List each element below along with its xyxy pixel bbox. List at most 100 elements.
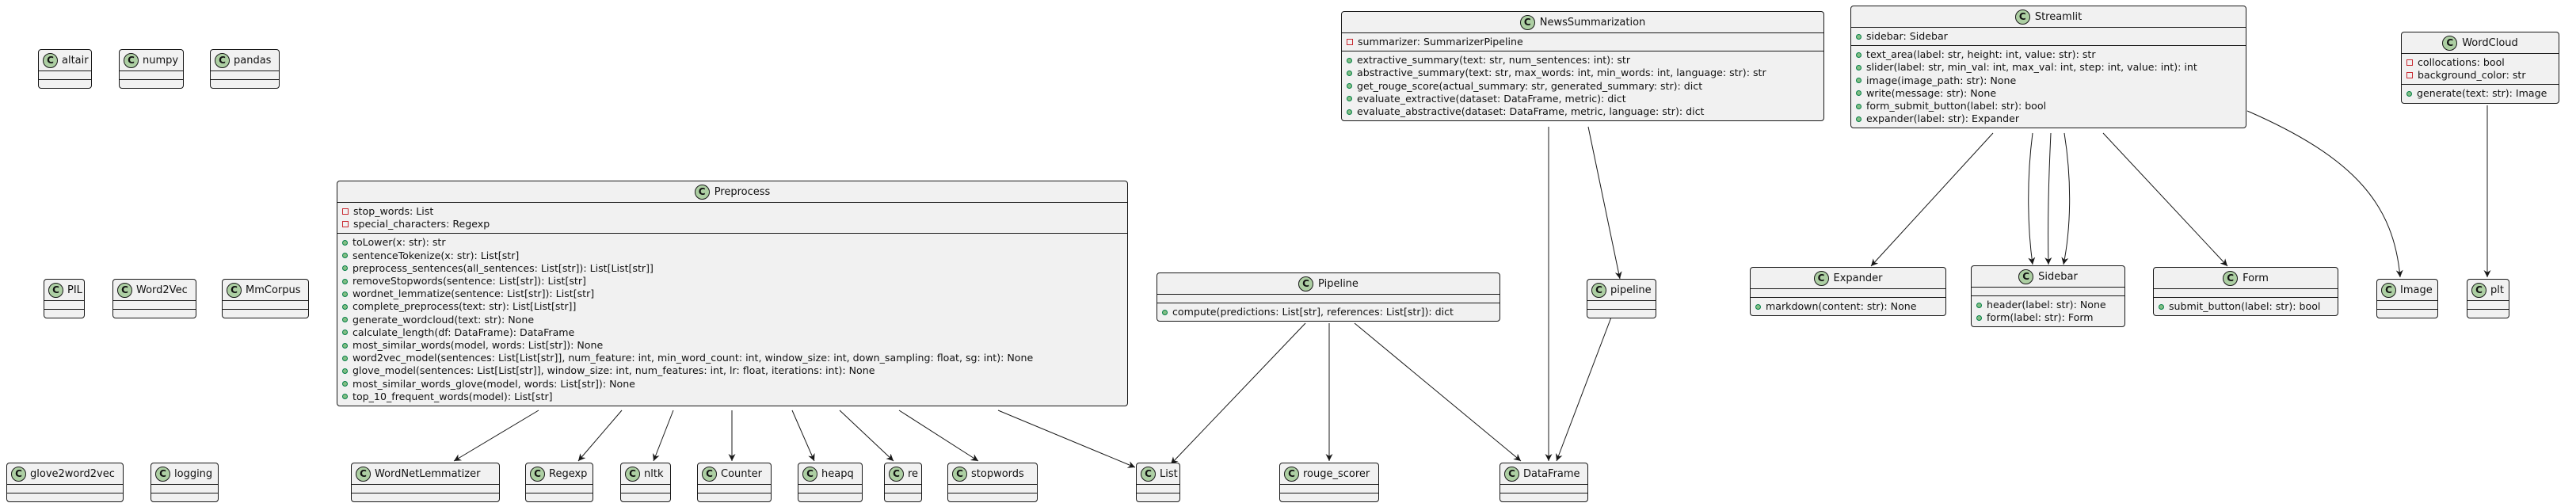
class-name: re bbox=[908, 467, 919, 480]
field-list: sidebar: Sidebar bbox=[1851, 27, 2246, 45]
class-stereotype-icon: C bbox=[530, 466, 545, 482]
class-name: Word2Vec bbox=[136, 284, 188, 296]
edge-streamlit-sidebar-2 bbox=[2044, 132, 2052, 265]
method-list: extractive_summary(text: str, num_senten… bbox=[1342, 51, 1823, 120]
class-stereotype-icon: C bbox=[2442, 35, 2458, 51]
method-row: form_submit_button(label: str): bool bbox=[1856, 100, 2241, 112]
class-name: rouge_scorer bbox=[1303, 467, 1370, 480]
class-stereotype-icon: C bbox=[1591, 282, 1606, 298]
class-stereotype-icon: C bbox=[702, 466, 717, 482]
edge-streamlit-sidebar-3 bbox=[2061, 132, 2071, 265]
public-icon bbox=[2159, 303, 2164, 310]
class-name: PIL bbox=[67, 284, 82, 296]
public-icon bbox=[1976, 302, 1982, 308]
method-list: text_area(label: str, height: int, value… bbox=[1851, 45, 2246, 128]
class-stereotype-icon: C bbox=[2018, 269, 2034, 284]
edge-preprocess-list bbox=[997, 410, 1136, 468]
edge-preprocess-nltk bbox=[653, 410, 674, 462]
edge-preprocess-wordnetlemmatizer bbox=[453, 410, 539, 462]
class-stereotype-icon: C bbox=[2471, 282, 2486, 298]
edge-streamlit-expander bbox=[1870, 132, 1994, 267]
public-icon bbox=[1856, 33, 1862, 40]
class-stereotype-icon: C bbox=[215, 52, 230, 68]
public-icon bbox=[1347, 57, 1352, 63]
field-list bbox=[1972, 287, 2124, 295]
field-row: collocations: bool bbox=[2406, 56, 2554, 69]
class-name: Form bbox=[2243, 272, 2269, 284]
class-name: glove2word2vec bbox=[30, 467, 115, 480]
method-row: get_rouge_score(actual_summary: str, gen… bbox=[1347, 80, 1819, 93]
edge-pipeline-dataframe bbox=[1354, 322, 1522, 462]
class-name: Image bbox=[2400, 284, 2433, 296]
class-name: Expander bbox=[1833, 272, 1883, 284]
method-row: top_10_frequent_words(model): List[str] bbox=[342, 391, 1122, 403]
public-icon bbox=[1347, 96, 1352, 102]
class-name: pandas bbox=[234, 54, 272, 67]
private-icon bbox=[1347, 39, 1353, 46]
field-list bbox=[1157, 294, 1499, 303]
public-icon bbox=[1856, 78, 1862, 84]
class-wordnetlemmatizer[interactable]: C WordNetLemmatizer bbox=[351, 463, 500, 502]
public-icon bbox=[342, 304, 348, 311]
edge-pipeline2-dataframe bbox=[1555, 314, 1613, 462]
public-icon bbox=[342, 265, 348, 272]
public-icon bbox=[342, 291, 348, 297]
method-row: slider(label: str, min_val: int, max_val… bbox=[1856, 61, 2241, 74]
method-row: header(label: str): None bbox=[1976, 299, 2120, 311]
class-stereotype-icon: C bbox=[952, 466, 967, 482]
method-row: compute(predictions: List[str], referenc… bbox=[1162, 306, 1495, 318]
public-icon bbox=[342, 381, 348, 387]
class-mmcorpus[interactable]: C MmCorpus bbox=[222, 279, 309, 318]
method-row: extractive_summary(text: str, num_senten… bbox=[1347, 54, 1819, 67]
method-row: glove_model(sentences: List[List[str]], … bbox=[342, 364, 1122, 377]
class-stereotype-icon: C bbox=[356, 466, 371, 482]
class-name: WordCloud bbox=[2462, 36, 2518, 49]
class-stereotype-icon: C bbox=[43, 52, 58, 68]
method-list: generate(text: str): Image bbox=[2402, 84, 2559, 102]
field-row: sidebar: Sidebar bbox=[1856, 30, 2241, 43]
class-stereotype-icon: C bbox=[227, 282, 242, 298]
method-list: toLower(x: str): str sentenceTokenize(x:… bbox=[337, 233, 1127, 406]
class-stereotype-icon: C bbox=[2223, 270, 2239, 286]
method-row: generate(text: str): Image bbox=[2406, 87, 2554, 100]
field-list: collocations: bool background_color: str bbox=[2402, 53, 2559, 84]
class-wordcloud[interactable]: C WordCloud collocations: bool background… bbox=[2401, 32, 2559, 104]
public-icon bbox=[1347, 70, 1352, 76]
class-name: MmCorpus bbox=[246, 284, 301, 296]
field-list bbox=[2154, 288, 2338, 297]
class-name: WordNetLemmatizer bbox=[375, 467, 481, 480]
field-list: summarizer: SummarizerPipeline bbox=[1342, 32, 1823, 51]
method-row: evaluate_extractive(dataset: DataFrame, … bbox=[1347, 93, 1819, 105]
private-icon bbox=[342, 208, 349, 215]
method-row: complete_preprocess(text: str): List[Lis… bbox=[342, 300, 1122, 313]
public-icon bbox=[342, 368, 348, 375]
public-icon bbox=[1347, 109, 1352, 115]
public-icon bbox=[2406, 91, 2412, 97]
